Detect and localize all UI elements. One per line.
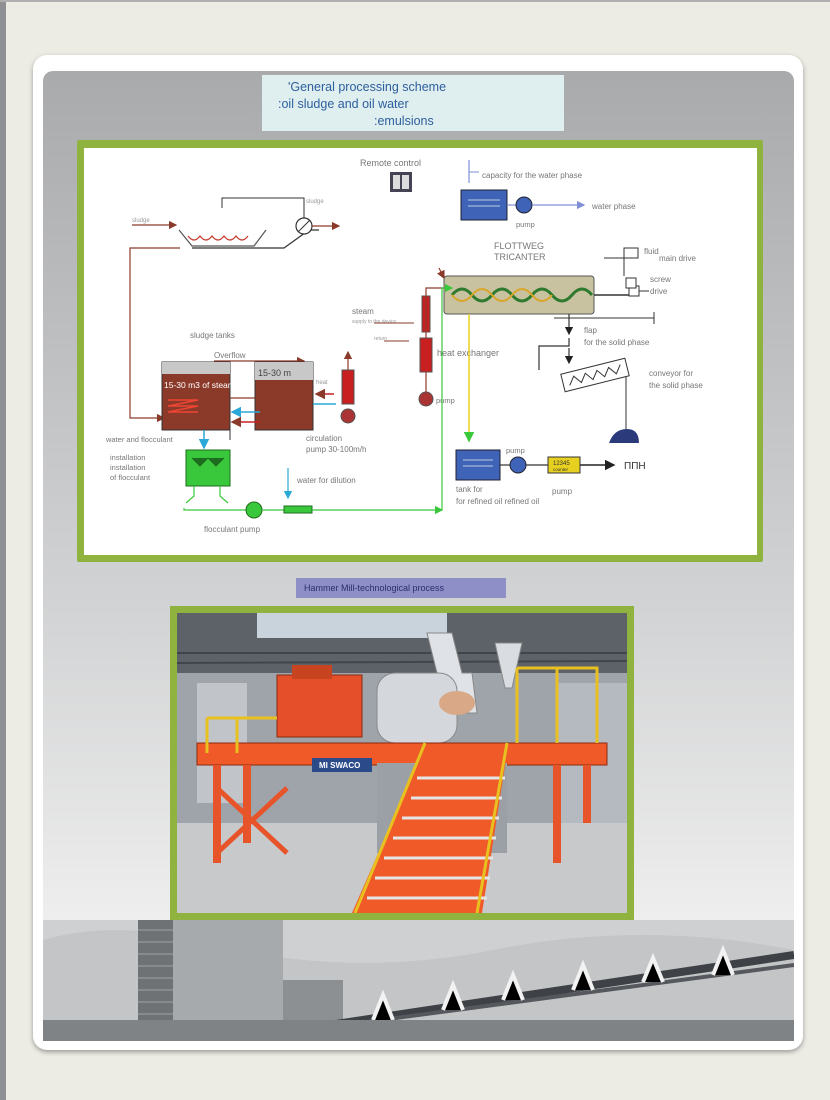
circulation-pump-label: pump 30-100m/h — [306, 445, 366, 454]
water-pump-icon — [515, 196, 533, 214]
meter-digits: 12345 — [553, 461, 570, 467]
flocculant-pump-label: flocculant pump — [204, 525, 261, 534]
heat-exchanger-label: heat exchanger — [437, 348, 499, 358]
steam-note: supply to the device — [352, 319, 396, 325]
city-skyline-decoration — [43, 920, 795, 1045]
water-dilution-label: water for dilution — [296, 476, 356, 485]
installation-2: installation — [110, 463, 145, 472]
remote-control-label: Remote control — [360, 158, 421, 168]
conveyor-for-label: conveyor for — [649, 369, 693, 378]
meter-pump-label: pump — [552, 487, 573, 496]
sludge-out-label: sludge — [306, 199, 324, 205]
steam-return: return — [374, 336, 387, 342]
flottweg-label: FLOTTWEG — [494, 241, 544, 251]
screw-label: screw — [650, 275, 671, 284]
title-line-3: :emulsions — [374, 114, 434, 128]
circulation-label: circulation — [306, 434, 342, 443]
flap-label: flap — [584, 326, 597, 335]
truck-icon — [609, 429, 639, 443]
process-diagram: sludge sludge Remote control capacity fo… — [84, 148, 757, 555]
steam-label: steam — [352, 307, 374, 316]
the-solid-phase-label: the solid phase — [649, 381, 703, 390]
tank-1-label: 15-30 m3 of steam — [164, 380, 235, 390]
dilution-mixer — [283, 505, 313, 514]
sludge-in-label: sludge — [132, 218, 150, 224]
tank-for-label: tank for — [456, 485, 483, 494]
water-phase-tank — [460, 189, 508, 221]
drive-label: drive — [650, 287, 668, 296]
installation-3: of flocculant — [110, 473, 151, 482]
hammer-mill-illustration: MI SWACO — [177, 613, 627, 913]
water-phase-label: water phase — [591, 202, 636, 211]
installation-1: installation — [110, 453, 145, 462]
heat-exchanger — [419, 337, 433, 373]
hammer-mill-photo: MI SWACO — [177, 613, 627, 913]
water-pump-label: pump — [516, 220, 535, 229]
slide-title: 'General processing scheme :oil sludge a… — [262, 75, 564, 131]
hx-pump-icon — [418, 391, 434, 407]
capacity-water-label: capacity for the water phase — [482, 171, 583, 180]
water-and-flocculant-label: water and flocculant — [105, 435, 174, 444]
sludge-pit: sludge sludge — [132, 197, 341, 249]
meter-sub: counter — [553, 467, 569, 472]
title-line-2: :oil sludge and oil water — [278, 97, 409, 111]
heater-note: heat — [316, 380, 328, 386]
for-solid-phase-label: for the solid phase — [584, 338, 650, 347]
pnh-label: ППН — [624, 461, 646, 472]
tank-2-label: 15-30 m — [258, 368, 291, 378]
window-left-edge — [0, 0, 6, 1100]
oil-pump-label: pump — [506, 446, 525, 455]
overflow-label: Overflow — [214, 351, 246, 360]
brand-plate — [312, 758, 372, 772]
refined-oil-label: for refined oil refined oil — [456, 497, 539, 506]
flocculant-installation — [185, 449, 231, 487]
flocculant-pump-icon — [245, 501, 263, 519]
title-line-1: 'General processing scheme — [288, 80, 447, 94]
brand-plate-text: MI SWACO — [319, 761, 360, 770]
circulation-pump-icon — [340, 408, 356, 424]
hx-pump-label: pump — [436, 396, 455, 405]
photo-caption: Hammer Mill-technological process — [296, 578, 506, 598]
refined-oil-tank — [455, 449, 501, 481]
sludge-tanks-label: sludge tanks — [190, 331, 235, 340]
main-drive-a: fluid — [644, 247, 659, 256]
city-skyline-svg — [43, 920, 795, 1045]
circulation-heater — [341, 369, 355, 405]
main-drive-b: main drive — [659, 254, 696, 263]
tricanter-label: TRICANTER — [494, 252, 546, 262]
window-top-edge — [0, 0, 830, 2]
oil-pump-icon — [509, 456, 527, 474]
process-diagram-svg: sludge sludge Remote control capacity fo… — [105, 158, 703, 534]
